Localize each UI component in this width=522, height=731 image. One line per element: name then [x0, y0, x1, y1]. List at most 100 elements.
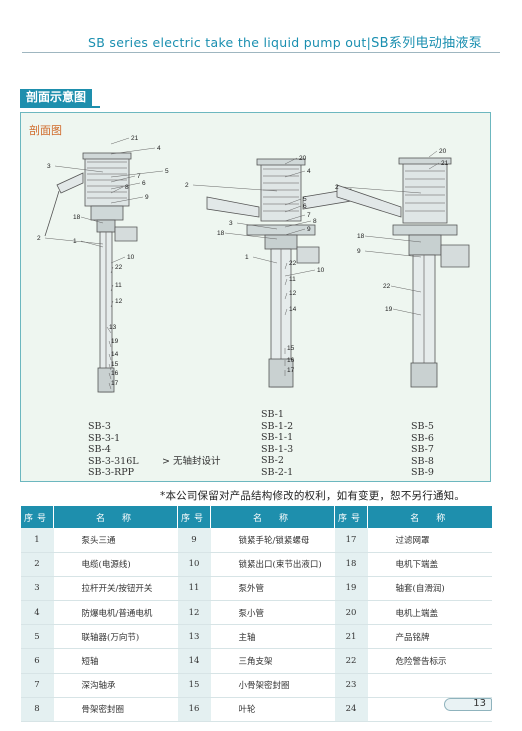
callout-leader-line	[392, 308, 422, 316]
callout-number: 17	[111, 380, 119, 387]
callout-leader-line	[284, 278, 288, 286]
callout-leader-line	[342, 186, 422, 194]
callout-number: 11	[289, 276, 296, 283]
callout-number: 22	[383, 283, 391, 290]
callout-number: 15	[287, 345, 295, 352]
model-label: SB-2-1	[261, 466, 294, 478]
callout-leader-line	[390, 285, 422, 293]
part-name-cell: 深沟轴承	[53, 673, 178, 698]
part-number-cell: 17	[334, 528, 368, 553]
header-title: SB series electric take the liquid pump …	[88, 35, 482, 51]
callout-number: 12	[115, 298, 123, 305]
model-label: SB-1-3	[261, 443, 294, 455]
callout-number: 5	[165, 168, 169, 175]
callout-number: 4	[157, 145, 161, 152]
callout-leader-line	[110, 300, 114, 308]
callout-number: 2	[37, 235, 41, 242]
part-number-cell: 9	[177, 528, 211, 553]
column-header: 名 称	[53, 506, 178, 528]
callout-number: 9	[357, 248, 361, 255]
model-label: SB-3	[88, 421, 111, 432]
model-label: SB-1	[261, 409, 284, 420]
part-number-cell: 24	[334, 697, 368, 723]
column-header: 序号	[177, 506, 211, 528]
part-name-cell: 拉杆开关/按钮开关	[53, 576, 178, 602]
callout-leader-line	[284, 262, 288, 270]
column-header: 名 称	[210, 506, 335, 528]
part-number-cell: 12	[177, 600, 211, 626]
callout-number: 11	[115, 282, 122, 289]
callout-number: 20	[439, 148, 447, 155]
part-name-cell: 骨架密封圈	[53, 697, 178, 723]
callout-number: 7	[307, 212, 311, 219]
callout-number: 17	[287, 367, 295, 374]
part-name-cell: 锁紧出口(束节出液口)	[210, 552, 335, 577]
callout-leader-line	[108, 372, 112, 380]
callout-number: 21	[131, 135, 139, 142]
callout-number: 15	[111, 361, 119, 368]
callout-number: 1	[73, 238, 77, 245]
callout-leader-line	[108, 340, 112, 348]
callout-number: 22	[289, 260, 297, 267]
callout-number: 1	[245, 254, 249, 261]
part-number-cell: 6	[20, 648, 54, 674]
cross-section-diagram: 剖面图	[20, 112, 491, 482]
model-label: SB-3-1	[88, 432, 121, 444]
part-name-cell: 联轴器(万向节)	[53, 624, 178, 650]
part-number-cell: 21	[334, 624, 368, 650]
callout-leader-line	[252, 256, 278, 264]
callout-leader-line	[284, 308, 288, 316]
callout-number: 8	[313, 218, 317, 225]
callout-number: 18	[217, 230, 225, 237]
callout-number: 6	[142, 180, 146, 187]
section-title-underline	[20, 106, 100, 108]
callout-number: 13	[109, 324, 117, 331]
callout-leader-line	[110, 182, 141, 190]
pump-left-note: > 无轴封设计	[162, 456, 221, 467]
part-number-cell: 3	[20, 576, 54, 602]
diagram-label: 剖面图	[29, 124, 62, 137]
callout-leader-line	[284, 157, 298, 165]
part-name-cell: 锁紧手轮/锁紧螺母	[210, 528, 335, 553]
part-number-cell: 13	[177, 624, 211, 650]
callout-number: 9	[307, 226, 311, 233]
callout-number: 18	[357, 233, 365, 240]
part-number-cell: 10	[177, 552, 211, 577]
callout-leader-line	[236, 222, 278, 230]
callout-number: 21	[441, 160, 449, 167]
part-name-cell: 主轴	[210, 624, 335, 650]
part-number-cell: 16	[177, 697, 211, 723]
part-name-cell: 泵外管	[210, 576, 335, 602]
callout-leader-line	[44, 237, 104, 245]
callout-leader-line	[80, 216, 104, 224]
pump-middle-models: SB-1 SB-1-2 SB-1-1 SB-1-3 SB-2 SB-2-1	[261, 409, 293, 478]
callout-number: 16	[111, 370, 119, 377]
callout-leader-line	[284, 214, 306, 222]
section-title: 剖面示意图	[20, 89, 93, 106]
callout-leader-line	[108, 363, 112, 371]
callout-leader-line	[284, 269, 316, 277]
part-name-cell: 泵头三通	[53, 528, 178, 553]
callout-number: 19	[111, 338, 119, 345]
part-name-cell: 防爆电机/普通电机	[53, 600, 178, 626]
pump-right-drawing	[336, 157, 470, 388]
callout-leader-line	[80, 240, 104, 248]
callout-leader-line	[284, 292, 288, 300]
part-number-cell: 14	[177, 648, 211, 674]
part-number-cell: 20	[334, 600, 368, 626]
column-header: 序号	[20, 506, 54, 528]
model-label: SB-9	[411, 467, 434, 478]
part-name-cell: 电机上端盖	[367, 600, 492, 626]
pump-left-models: SB-3 SB-3-1 SB-4 SB-3-316L SB-3-RPP	[88, 421, 139, 479]
callout-number: 14	[289, 306, 297, 313]
part-number-cell: 2	[20, 552, 54, 577]
callout-leader-line	[284, 220, 312, 228]
